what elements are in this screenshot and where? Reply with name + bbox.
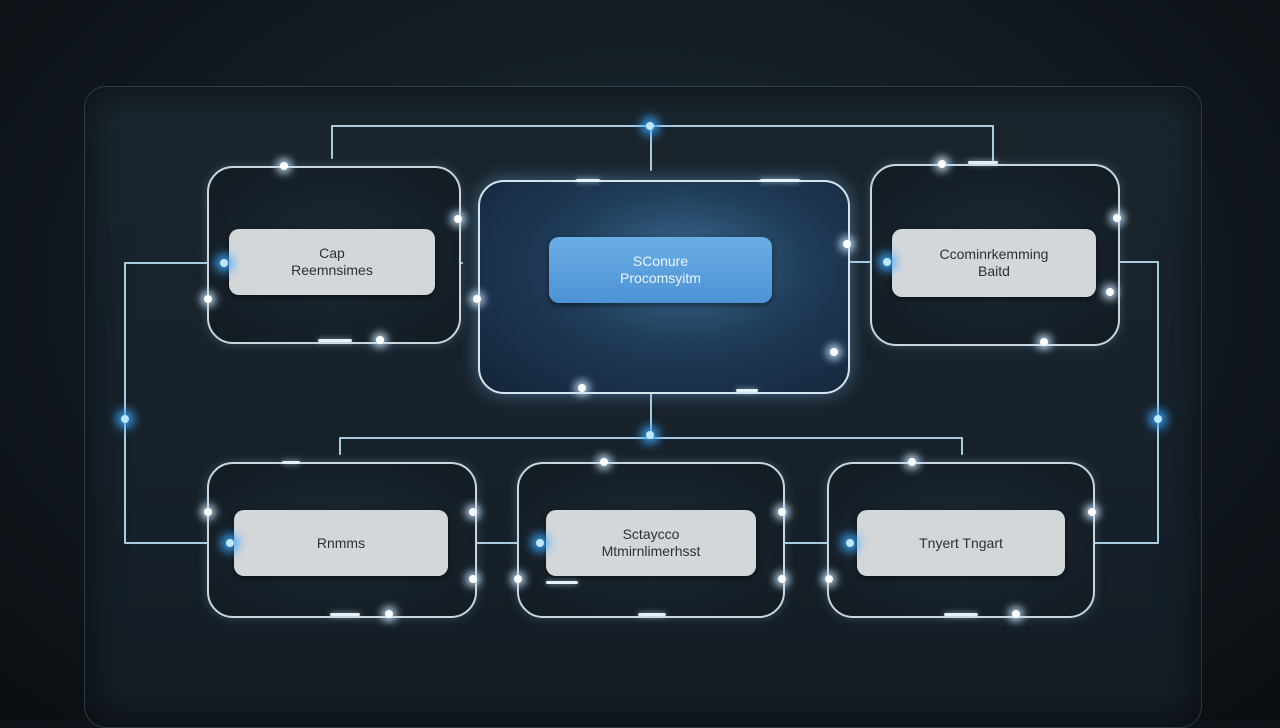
frame-light-bar: [760, 179, 800, 182]
frame-light: [830, 348, 838, 356]
junction-dot: [883, 258, 891, 266]
frame-light: [473, 295, 481, 303]
frame-light: [578, 384, 586, 392]
node-label-line: SConure: [632, 253, 689, 269]
frame-light: [1012, 610, 1020, 618]
node-label-line: Baitd: [978, 263, 1010, 279]
node-label-line: Sctaycco: [622, 526, 680, 542]
frame-light-bar: [330, 613, 360, 616]
node-top-right[interactable]: Ccominrkemming Baitd: [892, 229, 1096, 297]
node-bottom-middle[interactable]: Sctaycco Mtmirnlimerhsst: [546, 510, 756, 576]
frame-light-bar: [944, 613, 978, 616]
node-label-line: Mtmirnlimerhsst: [601, 543, 701, 559]
frame-light: [469, 575, 477, 583]
frame-light: [600, 458, 608, 466]
junction-dot: [1154, 415, 1162, 423]
node-label-line: Rnmms: [316, 534, 366, 551]
frame-light: [1088, 508, 1096, 516]
frame-light-bar: [638, 613, 666, 616]
frame-light-bar: [576, 179, 600, 182]
top-bus-line: [331, 125, 994, 161]
frame-light: [376, 336, 384, 344]
frame-light-bar: [546, 581, 578, 584]
frame-light: [778, 575, 786, 583]
junction-dot: [220, 259, 228, 267]
frame-light-bar: [968, 161, 998, 164]
node-label-line: Tnyert Tngart: [919, 534, 1003, 551]
junction-dot: [121, 415, 129, 423]
frame-light: [385, 610, 393, 618]
frame-light: [469, 508, 477, 516]
node-bottom-right[interactable]: Tnyert Tngart: [857, 510, 1065, 576]
node-label-line: Ccominrkemming: [939, 246, 1049, 262]
frame-light: [204, 295, 212, 303]
node-label-line: Reemnsimes: [291, 262, 373, 278]
junction-dot: [536, 539, 544, 547]
node-label-line: Cap: [319, 245, 345, 261]
node-label-line: Procomsyitm: [620, 270, 701, 286]
node-bottom-left[interactable]: Rnmms: [234, 510, 448, 576]
junction-dot: [846, 539, 854, 547]
frame-light: [1113, 214, 1121, 222]
bottom-bus-line: [339, 437, 963, 455]
right-loop-line: [1061, 261, 1159, 544]
junction-dot: [226, 539, 234, 547]
left-loop-line: [124, 262, 237, 544]
frame-light-bar: [318, 339, 352, 342]
frame-light-bar: [282, 461, 300, 464]
node-center[interactable]: SConure Procomsyitm: [549, 237, 772, 303]
junction-dot: [646, 431, 654, 439]
frame-light: [1106, 288, 1114, 296]
frame-light: [280, 162, 288, 170]
frame-light: [843, 240, 851, 248]
frame-light-bar: [736, 389, 758, 392]
frame-light: [514, 575, 522, 583]
frame-light: [1040, 338, 1048, 346]
junction-dot: [646, 122, 654, 130]
frame-light: [778, 508, 786, 516]
frame-light: [908, 458, 916, 466]
frame-light: [938, 160, 946, 168]
node-top-left[interactable]: Cap Reemnsimes: [229, 229, 435, 295]
frame-light: [825, 575, 833, 583]
frame-light: [204, 508, 212, 516]
frame-light: [454, 215, 462, 223]
